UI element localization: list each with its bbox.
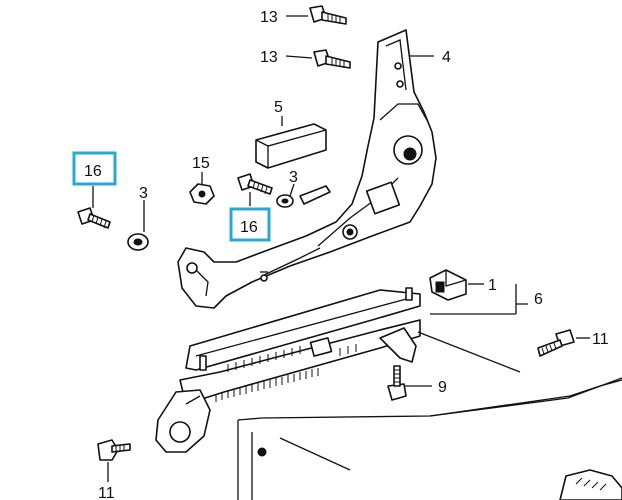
callout-3-middle[interactable]: 3 xyxy=(289,169,298,186)
recliner-bracket-part-4 xyxy=(177,29,437,309)
slide-rail-part-6 xyxy=(155,287,421,453)
leader-lines xyxy=(92,15,590,482)
washer-part-3-middle xyxy=(276,194,294,208)
callout-11-right[interactable]: 11 xyxy=(592,331,609,348)
clip-part-1 xyxy=(429,269,467,301)
callout-5[interactable]: 5 xyxy=(274,99,283,116)
callout-13-upper[interactable]: 13 xyxy=(260,9,278,26)
bolt-part-11-right xyxy=(537,329,575,357)
callout-11-bottom[interactable]: 11 xyxy=(98,485,115,500)
bolt-part-16-left xyxy=(77,207,111,229)
highlight-box-16-left xyxy=(72,151,117,186)
highlight-box-16-middle xyxy=(229,207,271,242)
callout-16-left[interactable]: 16 xyxy=(84,163,102,180)
bolt-part-13-lower xyxy=(313,49,351,69)
cover-part-5 xyxy=(255,123,327,169)
callout-16-middle[interactable]: 16 xyxy=(240,219,258,236)
callout-1[interactable]: 1 xyxy=(488,277,497,294)
washer-part-3-left xyxy=(127,233,149,251)
callout-6[interactable]: 6 xyxy=(534,291,543,308)
callout-9[interactable]: 9 xyxy=(438,379,447,396)
bolt-part-11-bottom xyxy=(97,439,131,461)
bolt-part-13-upper xyxy=(309,5,347,25)
callout-3-left[interactable]: 3 xyxy=(139,185,148,202)
callout-13-lower[interactable]: 13 xyxy=(260,49,278,66)
bolt-part-9 xyxy=(387,365,407,401)
callout-15[interactable]: 15 xyxy=(192,155,210,172)
nut-part-15 xyxy=(189,183,215,205)
callout-4[interactable]: 4 xyxy=(442,49,451,66)
bolt-part-16-middle xyxy=(237,173,273,195)
seat-frame-partial xyxy=(237,377,622,500)
